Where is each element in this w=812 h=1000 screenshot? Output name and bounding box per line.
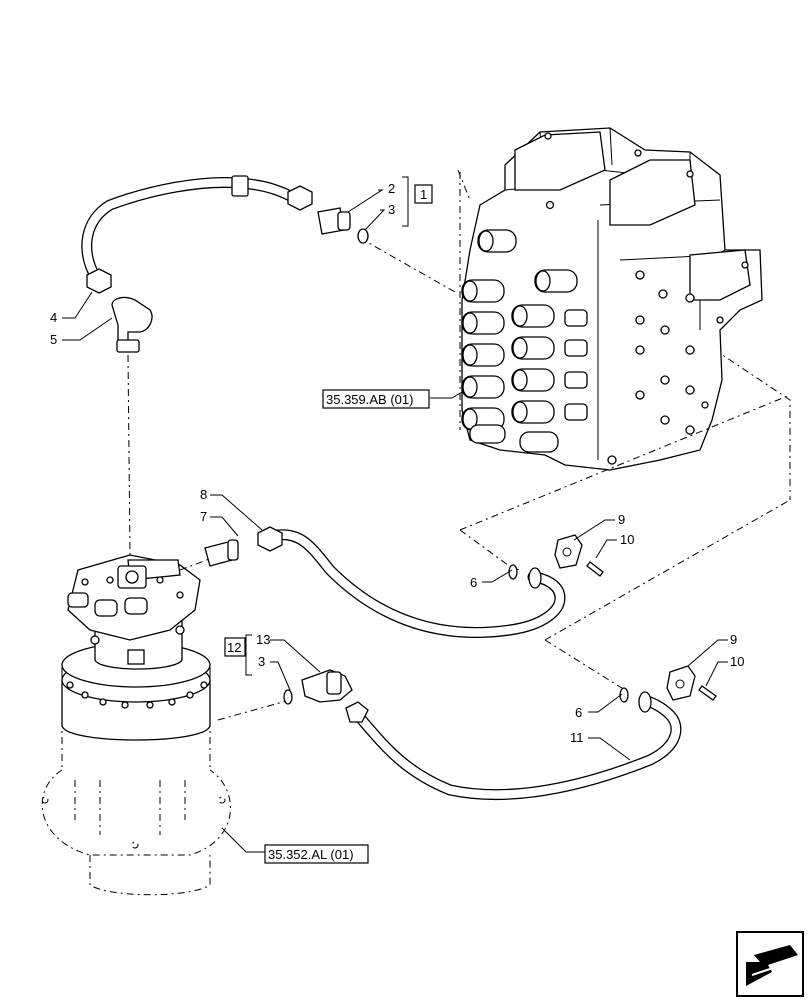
callout-13: 13 xyxy=(256,632,270,647)
swing-motor-assembly xyxy=(41,554,231,896)
callout-6-lower: 6 xyxy=(575,705,582,720)
callout-12-box xyxy=(224,637,246,657)
callout-1: 1 xyxy=(420,187,427,202)
callout-7: 7 xyxy=(200,509,207,524)
swing-motor-ref[interactable]: 35.352.AL (01) xyxy=(268,847,354,862)
reference-boxes[interactable]: 35.359.AB (01) 35.352.AL (01) xyxy=(264,389,430,864)
lower-hose xyxy=(283,665,717,801)
callout-10-lower: 10 xyxy=(730,654,744,669)
callout-9-upper: 9 xyxy=(618,512,625,527)
callout-3-upper: 3 xyxy=(388,202,395,217)
callout-9-lower: 9 xyxy=(730,632,737,647)
callout-6-upper: 6 xyxy=(470,575,477,590)
callout-10-upper: 10 xyxy=(620,532,634,547)
callout-labels: 2 3 1 4 5 8 7 6 9 10 12 13 3 9 10 6 11 xyxy=(50,181,744,745)
callout-12: 12 xyxy=(227,640,241,655)
callout-8: 8 xyxy=(200,487,207,502)
control-valve-ref-box[interactable] xyxy=(322,389,430,409)
callout-11: 11 xyxy=(570,730,584,745)
callout-4: 4 xyxy=(50,310,57,325)
navigation-arrow-icon[interactable] xyxy=(736,931,804,997)
swing-motor-ref-box[interactable] xyxy=(264,844,369,864)
middle-hose xyxy=(204,526,604,638)
callout-2: 2 xyxy=(388,181,395,196)
upper-hose xyxy=(81,175,369,353)
control-valve-assembly xyxy=(457,127,791,500)
callout-5: 5 xyxy=(50,332,57,347)
callout-3-lower: 3 xyxy=(258,654,265,669)
control-valve-ref[interactable]: 35.359.AB (01) xyxy=(326,392,413,407)
leader-lines xyxy=(62,176,728,853)
callout-1-box xyxy=(414,184,433,204)
